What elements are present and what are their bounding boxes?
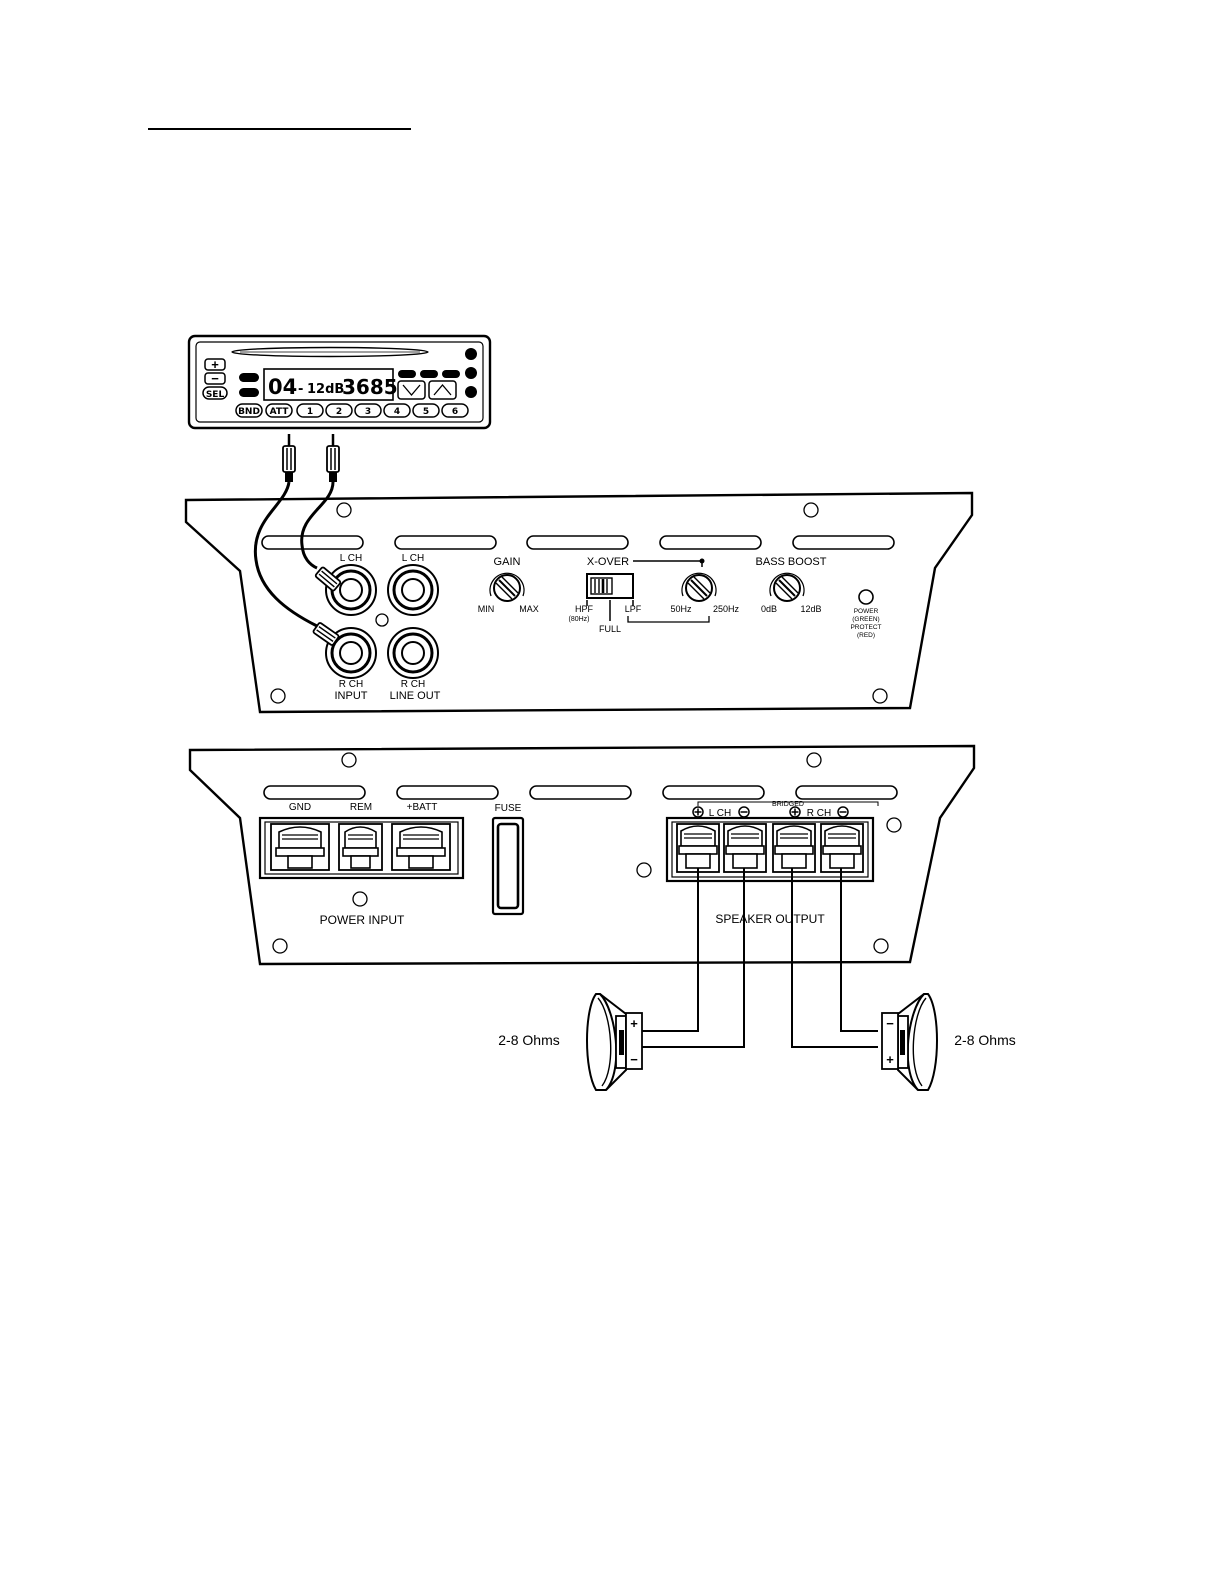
top-pill-button-3[interactable]: [442, 370, 460, 378]
fuse-holder[interactable]: [493, 818, 523, 914]
plus-button-label: +: [211, 357, 219, 372]
bass-max-label: 12dB: [800, 604, 821, 614]
preset-label-2: 2: [336, 407, 342, 417]
full-label: FULL: [599, 624, 621, 634]
down-arrow-button[interactable]: [398, 381, 425, 399]
gnd-terminal[interactable]: [271, 824, 329, 870]
rca-plug-top-left: [283, 434, 295, 482]
gain-label: GAIN: [494, 556, 521, 568]
plus-icon: [790, 807, 800, 817]
display-frequency: 3685: [342, 375, 398, 399]
speaker-terminal-lch-plus[interactable]: [677, 824, 719, 872]
left-speaker-minus-label: −: [630, 1052, 638, 1067]
lineout-lch-label: L CH: [402, 553, 424, 564]
right-speaker: − +: [882, 994, 937, 1090]
input-rch-label: R CH: [339, 679, 363, 690]
minus-icon: [739, 807, 749, 817]
gnd-label: GND: [289, 802, 311, 813]
sel-button-label: SEL: [206, 390, 225, 400]
up-arrow-button[interactable]: [429, 381, 456, 399]
knob-dot-1[interactable]: [465, 348, 477, 360]
preset-label-4: 4: [394, 407, 400, 417]
left-pill-button-1[interactable]: [239, 373, 259, 382]
speaker-terminal-rch-minus[interactable]: [821, 824, 863, 872]
gain-min-label: MIN: [478, 604, 495, 614]
led-protect-label: PROTECT: [850, 624, 881, 631]
input-lch-label: L CH: [340, 553, 362, 564]
freq-high-label: 250Hz: [713, 604, 740, 614]
lineout-label: LINE OUT: [390, 690, 441, 702]
lineout-rch-jack[interactable]: [388, 628, 438, 678]
preset-label-5: 5: [423, 407, 429, 417]
display-channel: 04: [268, 375, 297, 399]
input-label: INPUT: [335, 690, 368, 702]
hpf-freq-label: (80Hz): [568, 616, 589, 623]
plus-icon: [693, 807, 703, 817]
preset-label-3: 3: [365, 407, 371, 417]
left-speaker-plus-label: +: [630, 1016, 638, 1031]
right-speaker-impedance: 2-8 Ohms: [954, 1032, 1015, 1048]
speaker-output-label: SPEAKER OUTPUT: [715, 912, 825, 926]
rem-label: REM: [350, 802, 372, 813]
freq-low-label: 50Hz: [670, 604, 692, 614]
crossover-switch[interactable]: [587, 574, 633, 598]
left-speaker-impedance: 2-8 Ohms: [498, 1032, 559, 1048]
rca-plug-top-right: [327, 434, 339, 482]
att-button-label: ATT: [270, 407, 290, 417]
batt-label: +BATT: [407, 802, 438, 813]
preset-label-1: 1: [307, 407, 313, 417]
display-att: 12dB: [307, 382, 344, 397]
top-pill-button-1[interactable]: [398, 370, 416, 378]
minus-button-label: −: [211, 371, 219, 386]
xover-label: X-OVER: [587, 556, 629, 568]
rem-terminal[interactable]: [339, 824, 382, 870]
hpf-label: HPF: [575, 604, 594, 614]
fuse-label: FUSE: [495, 803, 522, 814]
left-speaker: + −: [587, 994, 642, 1090]
speaker-terminal-rch-plus[interactable]: [773, 824, 815, 872]
minus-icon: [838, 807, 848, 817]
led-green-label: (GREEN): [852, 616, 879, 623]
preset-label-6: 6: [452, 407, 458, 417]
power-protect-led: [859, 590, 873, 604]
head-unit: + − SEL 04 - 12dB 3685 BND ATT 1: [189, 336, 490, 428]
gain-max-label: MAX: [519, 604, 539, 614]
right-speaker-plus-label: +: [886, 1052, 894, 1067]
knob-dot-2[interactable]: [465, 367, 477, 379]
power-input-label: POWER INPUT: [320, 913, 405, 927]
lineout-rch-label: R CH: [401, 679, 425, 690]
display-dash: -: [298, 382, 303, 397]
knob-dot-3[interactable]: [465, 386, 477, 398]
left-pill-button-2[interactable]: [239, 388, 259, 397]
bass-boost-label: BASS BOOST: [756, 556, 827, 568]
batt-terminal[interactable]: [392, 824, 450, 870]
lineout-lch-jack[interactable]: [388, 565, 438, 615]
top-pill-button-2[interactable]: [420, 370, 438, 378]
led-red-label: (RED): [857, 632, 875, 639]
bnd-button-label: BND: [238, 407, 260, 417]
amp-terminal-panel: GND REM +BATT POWER IN: [190, 746, 974, 964]
bass-min-label: 0dB: [761, 604, 777, 614]
right-speaker-minus-label: −: [886, 1016, 894, 1031]
led-power-label: POWER: [854, 608, 879, 615]
lpf-label: LPF: [625, 604, 642, 614]
speaker-terminal-lch-minus[interactable]: [724, 824, 766, 872]
